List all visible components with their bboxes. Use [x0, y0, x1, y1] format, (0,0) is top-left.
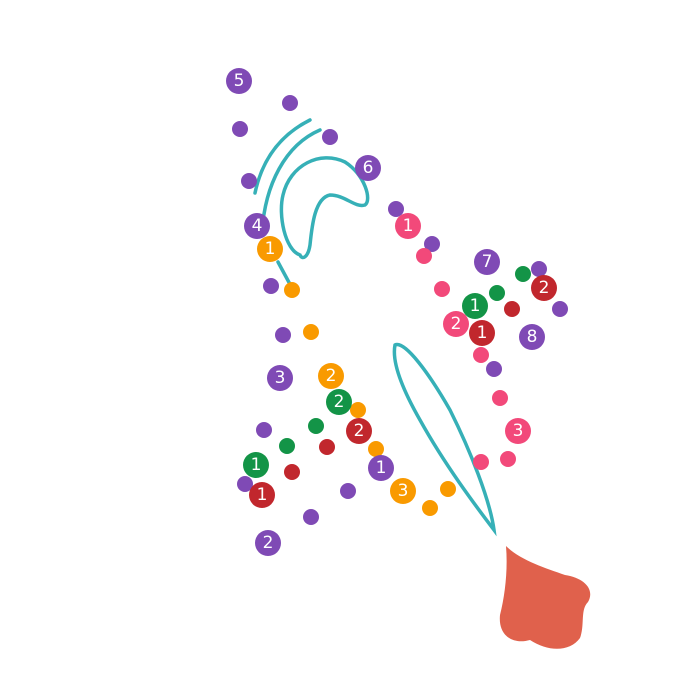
dot[interactable]	[319, 439, 335, 455]
dot[interactable]	[303, 509, 319, 525]
dot[interactable]	[473, 454, 489, 470]
outline-arc-inner	[260, 128, 322, 234]
dot-label: 1	[251, 455, 262, 475]
numbered-dot[interactable]: 1	[257, 236, 283, 262]
outline-arc-outer	[253, 118, 312, 195]
dot-label: 1	[376, 458, 387, 478]
dot[interactable]	[440, 481, 456, 497]
dot[interactable]	[263, 278, 279, 294]
dot[interactable]	[492, 390, 508, 406]
dot[interactable]	[500, 451, 516, 467]
numbered-dot[interactable]: 2	[326, 389, 352, 415]
numbered-dot[interactable]: 1	[462, 293, 488, 319]
numbered-dot[interactable]: 2	[531, 275, 557, 301]
dot[interactable]	[473, 347, 489, 363]
numbered-dot[interactable]: 2	[318, 363, 344, 389]
dot-label: 2	[354, 421, 365, 441]
dot[interactable]	[350, 402, 366, 418]
dot[interactable]	[256, 422, 272, 438]
dot-label: 1	[403, 216, 414, 236]
dot-label: 2	[451, 314, 462, 334]
dot[interactable]	[486, 361, 502, 377]
dot[interactable]	[424, 236, 440, 252]
dot-label: 6	[363, 158, 374, 178]
dot-label: 3	[398, 481, 409, 501]
dot[interactable]	[322, 129, 338, 145]
numbered-dot[interactable]: 6	[355, 155, 381, 181]
dot-label: 3	[275, 368, 286, 388]
numbered-dot[interactable]: 1	[395, 213, 421, 239]
dot[interactable]	[284, 464, 300, 480]
numbered-dot[interactable]: 3	[390, 478, 416, 504]
dot[interactable]	[368, 441, 384, 457]
small-dots	[232, 95, 568, 525]
outline-hook	[279, 156, 370, 260]
dot[interactable]	[504, 301, 520, 317]
dot-label: 4	[252, 216, 263, 236]
dot[interactable]	[282, 95, 298, 111]
dot[interactable]	[241, 173, 257, 189]
dot[interactable]	[388, 201, 404, 217]
dot-label: 5	[234, 71, 245, 91]
dot[interactable]	[416, 248, 432, 264]
numbered-dot[interactable]: 4	[244, 213, 270, 239]
numbered-dot[interactable]: 1	[469, 320, 495, 346]
dot[interactable]	[275, 327, 291, 343]
dot[interactable]	[489, 285, 505, 301]
numbered-dot[interactable]: 1	[368, 455, 394, 481]
dot-label: 2	[334, 392, 345, 412]
dot-label: 2	[263, 533, 274, 553]
outline-leaf	[392, 342, 497, 537]
numbered-dot[interactable]: 2	[255, 530, 281, 556]
dot[interactable]	[434, 281, 450, 297]
filled-shape	[499, 546, 591, 649]
dot-label: 7	[482, 252, 493, 272]
numbered-dot[interactable]: 2	[346, 418, 372, 444]
dot[interactable]	[531, 261, 547, 277]
numbered-dot[interactable]: 8	[519, 324, 545, 350]
dot[interactable]	[515, 266, 531, 282]
numbered-dot[interactable]: 2	[443, 311, 469, 337]
numbered-dot[interactable]: 1	[249, 482, 275, 508]
dot-label: 1	[477, 323, 488, 343]
dot-label: 1	[470, 296, 481, 316]
dot[interactable]	[237, 476, 253, 492]
dot[interactable]	[422, 500, 438, 516]
dot[interactable]	[340, 483, 356, 499]
numbered-dot[interactable]: 5	[226, 68, 252, 94]
dot-label: 1	[265, 239, 276, 259]
dot-label: 1	[257, 485, 268, 505]
dot[interactable]	[552, 301, 568, 317]
dot[interactable]	[284, 282, 300, 298]
numbered-dot[interactable]: 1	[243, 452, 269, 478]
numbered-dot[interactable]: 3	[505, 418, 531, 444]
numbered-dot[interactable]: 7	[474, 249, 500, 275]
dot[interactable]	[303, 324, 319, 340]
dot-label: 3	[513, 421, 524, 441]
dot[interactable]	[279, 438, 295, 454]
numbered-dot[interactable]: 3	[267, 365, 293, 391]
dot-label: 8	[527, 327, 538, 347]
dot-label: 2	[326, 366, 337, 386]
dot[interactable]	[232, 121, 248, 137]
dot[interactable]	[308, 418, 324, 434]
dot-label: 2	[539, 278, 550, 298]
